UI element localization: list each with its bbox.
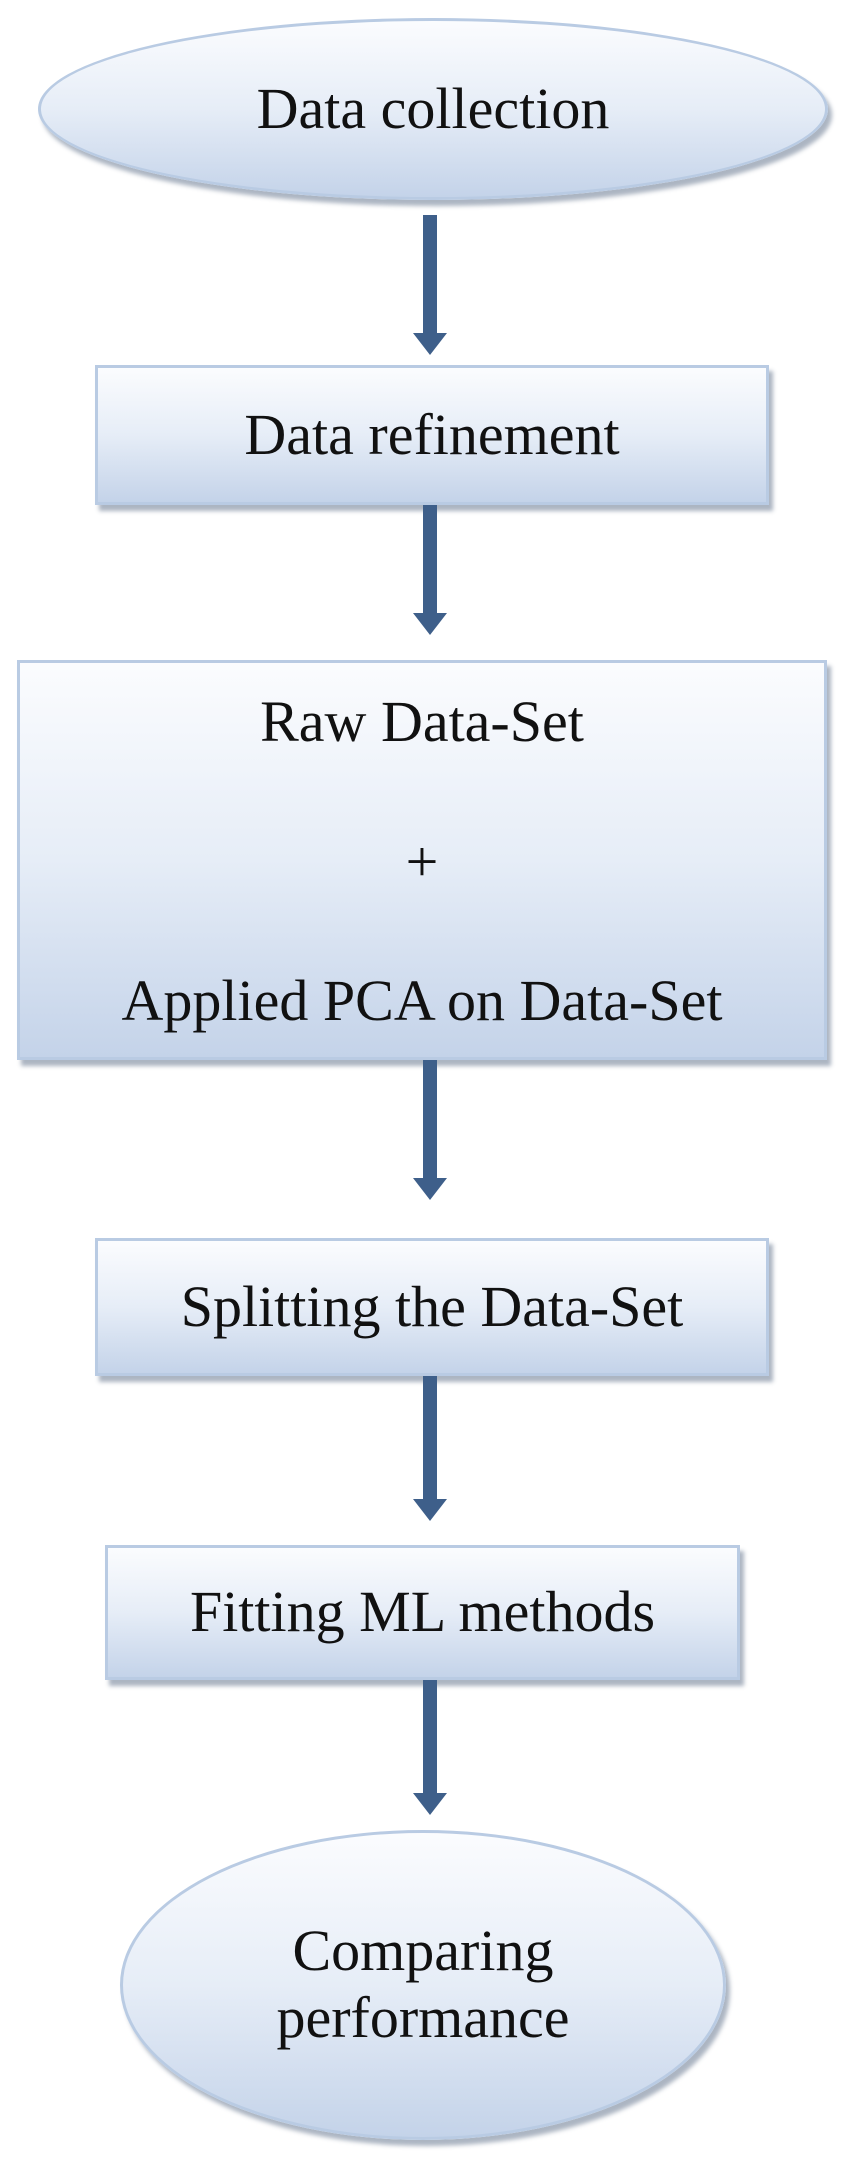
arrow-head xyxy=(413,1499,447,1521)
arrow-head xyxy=(413,1178,447,1200)
applied-pca-label: Applied PCA on Data-Set xyxy=(121,968,723,1034)
comparing-label-line1: Comparing xyxy=(292,1918,554,1984)
arrow-refinement-to-dataset xyxy=(413,505,447,635)
data-refinement-label: Data refinement xyxy=(244,401,620,467)
arrow-shaft xyxy=(423,1376,437,1501)
fitting-label: Fitting ML methods xyxy=(189,1579,656,1645)
dataset-node: Raw Data-Set + Applied PCA on Data-Set xyxy=(17,660,827,1060)
arrow-fitting-to-comparing xyxy=(413,1680,447,1815)
arrow-head xyxy=(413,613,447,635)
data-collection-node: Data collection xyxy=(38,18,828,200)
arrow-shaft xyxy=(423,1060,437,1180)
comparing-label-line2: performance xyxy=(276,1985,570,2050)
arrow-collection-to-refinement xyxy=(413,215,447,355)
splitting-label: Splitting the Data-Set xyxy=(180,1273,684,1339)
arrow-shaft xyxy=(423,215,437,335)
splitting-node: Splitting the Data-Set xyxy=(95,1238,769,1376)
arrow-shaft xyxy=(423,1680,437,1795)
data-refinement-node: Data refinement xyxy=(95,365,769,505)
raw-dataset-label: Raw Data-Set xyxy=(260,689,584,754)
arrow-shaft xyxy=(423,505,437,615)
arrow-head xyxy=(413,1793,447,1815)
arrow-dataset-to-splitting xyxy=(413,1060,447,1200)
comparing-performance-node: Comparing performance xyxy=(120,1830,726,2140)
arrow-splitting-to-fitting xyxy=(413,1376,447,1521)
data-collection-label: Data collection xyxy=(256,75,610,141)
fitting-node: Fitting ML methods xyxy=(105,1545,740,1680)
plus-label: + xyxy=(405,828,439,894)
arrow-head xyxy=(413,333,447,355)
